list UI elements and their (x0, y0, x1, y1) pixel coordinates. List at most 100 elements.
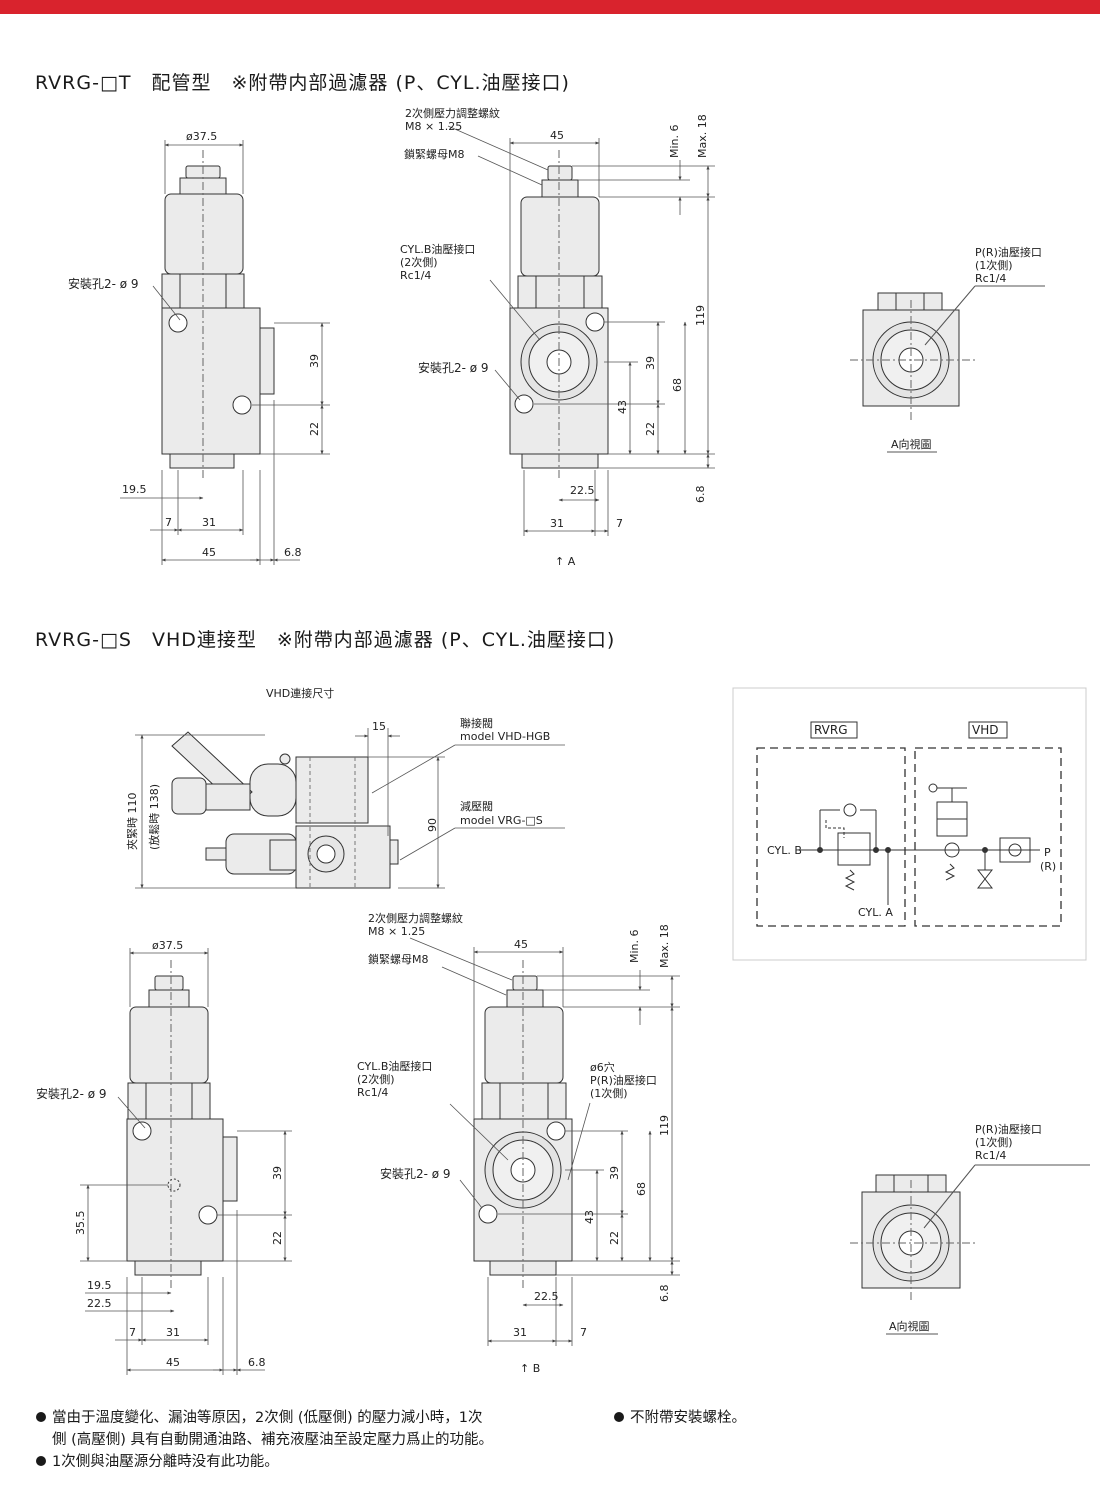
vhd-link-model-label: model VHD-HGB (460, 730, 550, 743)
s1-front-bottom-nut (521, 453, 599, 469)
s2-front-d43: 43 (583, 1210, 596, 1224)
vhd-release-height: (放鬆時 138) (147, 784, 161, 850)
s2-front-d7: 7 (580, 1326, 587, 1339)
s1-side-mount-hole-top (168, 313, 188, 333)
s1-front-d225: 22.5 (570, 484, 595, 497)
s1-front-d45: 45 (550, 129, 564, 142)
s2-aview-labels: P(R)油壓接口 (1次側) Rc1/4 A向視圖 (889, 1122, 1042, 1333)
s1-side-d45: 45 (202, 546, 216, 559)
s2-side-dia-label: ø37.5 (152, 939, 183, 952)
s2-p-label-1: P(R)油壓接口 (590, 1073, 657, 1087)
circuit-rvrg-box (756, 747, 906, 927)
s1-front-d31: 31 (550, 517, 564, 530)
s2-side-d31: 31 (166, 1326, 180, 1339)
vhd-link-valve-cap (249, 763, 297, 817)
s2-vhd-dims (135, 728, 565, 889)
s2-circuit-labels: RVRG VHD CYL. B CYL. A P (R) (767, 723, 1056, 919)
s1-side-d195: 19.5 (122, 483, 147, 496)
s1-aview-port-label-1: P(R)油壓接口 (975, 245, 1042, 259)
s2-view-arrow: ↑ B (520, 1362, 540, 1375)
s2-aview-caption: A向視圖 (889, 1319, 930, 1333)
s2-front-d39: 39 (608, 1166, 621, 1180)
s1-front-d22: 22 (644, 422, 657, 436)
s1-front-cap (520, 196, 600, 277)
s2-side-cap (129, 1006, 209, 1084)
s2-aview-port-label-1: P(R)油壓接口 (975, 1122, 1042, 1136)
s1-cylb-label-3: Rc1/4 (400, 269, 431, 282)
s1-front-stem (547, 165, 573, 181)
s1-side-labels: ø37.5 安裝孔2- ø 9 39 22 19.5 7 31 45 6.8 (68, 130, 321, 559)
s1-side-d7: 7 (165, 516, 172, 529)
s2-front-d31: 31 (513, 1326, 527, 1339)
note-2-text: 1次側與油壓源分離時没有此功能。 (52, 1454, 279, 1470)
circuit-rvrg-label: RVRG (814, 723, 848, 737)
vhd-d15: 15 (372, 720, 386, 733)
s2-side-d22: 22 (271, 1231, 284, 1245)
circuit-cylb-label: CYL. B (767, 844, 802, 857)
s1-front-d43: 43 (616, 400, 629, 414)
s1-aview-caption: A向視圖 (891, 437, 932, 451)
s1-max-label: Max. 18 (696, 114, 709, 158)
s2-cylb-label-2: (2次側) (357, 1072, 395, 1086)
s2-front-hexnut (481, 1082, 567, 1120)
s1-locknut-label: 鎖緊螺母M8 (404, 147, 465, 161)
s1-front-hexnut (517, 275, 603, 309)
s1-side-d22: 22 (308, 422, 321, 436)
s1-adjust-screw-label: 2次側壓力調整螺紋 (405, 106, 500, 120)
s1-front-locknut (541, 179, 579, 198)
vhd-d90: 90 (426, 818, 439, 832)
s2-side-view (126, 960, 238, 1290)
s2-front-cap (484, 1006, 564, 1084)
top-accent-bar (0, 0, 1100, 14)
s2-side-d7: 7 (129, 1326, 136, 1339)
s2-side-d39: 39 (271, 1166, 284, 1180)
note-3: 不附帶安裝螺栓。 (614, 1407, 746, 1429)
s2-min-label: Min. 6 (628, 929, 641, 963)
s2-side-body (126, 1118, 224, 1262)
s1-side-mount-hole-bottom (232, 395, 252, 415)
s1-min-label: Min. 6 (668, 124, 681, 158)
vhd-reducer-label: 減壓閥 (460, 799, 493, 813)
circuit-check-valve-2 (944, 842, 960, 858)
s2-side-d45: 45 (166, 1356, 180, 1369)
s2-front-d225: 22.5 (534, 1290, 559, 1303)
s2-side-labels: ø37.5 安裝孔2- ø 9 39 22 35.5 19.5 22.5 7 3… (36, 939, 284, 1369)
vhd-handle-knob (171, 777, 207, 815)
s1-aview-port-label-2: (1次側) (975, 258, 1013, 272)
s1-side-mount-label: 安裝孔2- ø 9 (68, 276, 139, 291)
s1-a-view (850, 285, 1045, 453)
section2-title: RVRG-□S VHD連接型 ※附帶内部過濾器 (P、CYL.油壓接口) (35, 629, 616, 651)
s2-aview-port-label-2: (1次側) (975, 1135, 1013, 1149)
s2-front-mount-label: 安裝孔2- ø 9 (380, 1166, 451, 1181)
circuit-frame (732, 687, 1087, 961)
s1-side-bottom-nut (169, 453, 235, 469)
s1-side-d68: 6.8 (284, 546, 302, 559)
s1-side-d39: 39 (308, 354, 321, 368)
s1-front-d119: 119 (694, 305, 707, 326)
s2-front-labels: 2次側壓力調整螺紋 M8 × 1.25 45 鎖緊螺母M8 Min. 6 Max… (357, 911, 671, 1375)
s2-front-d119: 119 (658, 1115, 671, 1136)
s2-p-label-2: (1次側) (590, 1086, 628, 1100)
vhd-reducer-stem (205, 847, 227, 861)
s1-side-cap (164, 193, 244, 275)
circuit-filter (999, 837, 1031, 863)
s2-front-d68: 68 (635, 1182, 648, 1196)
s1-front-dims (447, 125, 715, 536)
note-1-line-1: 當由于溫度變化、漏油等原因，2次側 (低壓側) 的壓力減小時，1次 (36, 1407, 482, 1429)
circuit-cyla-label: CYL. A (858, 906, 893, 919)
s1-front-d7: 7 (616, 517, 623, 530)
s2-front-d68b: 6.8 (658, 1285, 671, 1303)
s2-front-view (473, 960, 573, 1290)
s2-p-hole-label: ø6穴 (590, 1060, 615, 1074)
s1-cylb-label-2: (2次側) (400, 255, 438, 269)
s1-aview-port-label-3: Rc1/4 (975, 272, 1006, 285)
s2-front-d45: 45 (514, 938, 528, 951)
s2-adjust-screw-label: 2次側壓力調整螺紋 (368, 911, 463, 925)
circuit-vhd-box (914, 747, 1062, 927)
s1-side-view (161, 150, 275, 480)
s2-adjust-size-label: M8 × 1.25 (368, 925, 425, 938)
vhd-reducer-model-label: model VRG-□S (460, 814, 543, 827)
vhd-caption: VHD連接尺寸 (266, 686, 334, 700)
s2-front-dims (409, 937, 680, 1346)
s1-front-d68: 68 (671, 378, 684, 392)
